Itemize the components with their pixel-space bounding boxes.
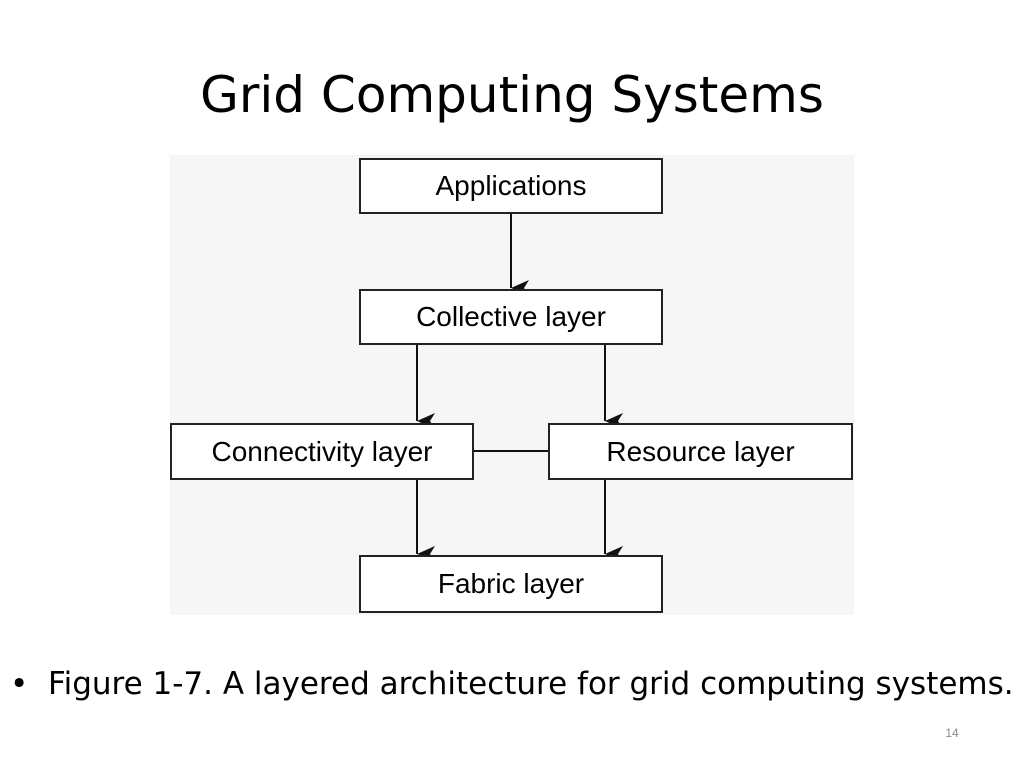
diagram-connectors xyxy=(416,214,623,562)
node-resource-layer: Resource layer xyxy=(548,423,853,480)
node-collective-layer: Collective layer xyxy=(359,289,663,345)
figure-caption: • Figure 1-7. A layered architecture for … xyxy=(10,662,1020,706)
caption-text: Figure 1-7. A layered architecture for g… xyxy=(48,666,1014,702)
slide-title: Grid Computing Systems xyxy=(200,66,824,124)
node-fabric-layer: Fabric layer xyxy=(359,555,663,613)
node-connectivity-layer: Connectivity layer xyxy=(170,423,474,480)
bullet-icon: • xyxy=(10,666,29,702)
page-number: 14 xyxy=(945,726,959,740)
node-applications: Applications xyxy=(359,158,663,214)
layered-architecture-diagram: Applications Collective layer Connectivi… xyxy=(170,155,854,615)
